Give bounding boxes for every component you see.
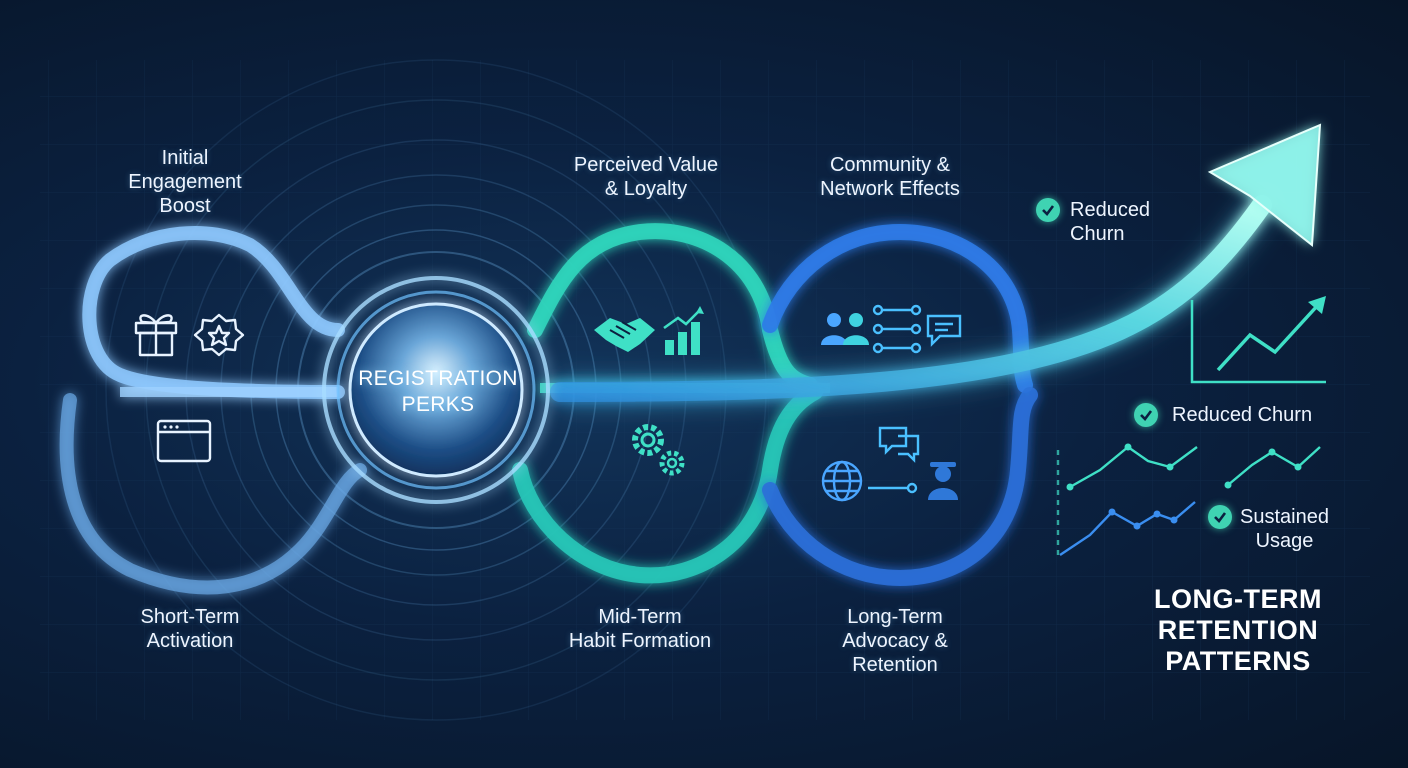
person-icon bbox=[928, 462, 958, 500]
gears-icon bbox=[632, 424, 685, 476]
reduced-churn-top-item: Reduced Churn bbox=[1036, 198, 1150, 246]
label-line: Boost bbox=[159, 195, 211, 217]
browser-window-icon bbox=[156, 419, 212, 463]
label-line: Engagement bbox=[128, 171, 242, 193]
label-line: Short-Term bbox=[140, 606, 240, 628]
label-line: Sustained bbox=[1240, 506, 1329, 528]
long-term-retention-title: LONG-TERM RETENTION PATTERNS bbox=[1128, 584, 1348, 677]
network-nodes-icon bbox=[872, 304, 922, 354]
badge-icon bbox=[193, 313, 245, 357]
community-network-label: Community & Network Effects bbox=[790, 153, 990, 201]
label-line: Long-Term bbox=[847, 606, 943, 628]
bar-growth-icon bbox=[663, 306, 704, 355]
sustained-usage-item: Sustained Usage bbox=[1208, 505, 1329, 553]
label-line: Churn bbox=[1070, 223, 1125, 245]
globe-icon bbox=[821, 460, 863, 502]
label-line: Activation bbox=[146, 630, 234, 652]
growth-chart-icon bbox=[1190, 296, 1326, 384]
label-line: Reduced Churn bbox=[1172, 404, 1313, 426]
label-line: Advocacy & bbox=[842, 630, 948, 652]
label-line: Retention bbox=[852, 654, 938, 676]
label-line: Perceived Value bbox=[573, 154, 719, 176]
label-line: Reduced bbox=[1070, 199, 1151, 221]
link-lines bbox=[868, 482, 918, 494]
check-icon bbox=[1134, 403, 1158, 427]
check-icon bbox=[1036, 198, 1060, 222]
handshake-icon bbox=[594, 318, 655, 352]
reduced-churn-mid-item: Reduced Churn bbox=[1134, 403, 1312, 427]
long-term-advocacy-label: Long-Term Advocacy & Retention bbox=[800, 605, 990, 677]
title-line: LONG-TERM bbox=[1154, 584, 1322, 614]
perceived-value-label: Perceived Value & Loyalty bbox=[546, 153, 746, 201]
label-line: & Loyalty bbox=[604, 178, 688, 200]
label-line: Habit Formation bbox=[568, 630, 712, 652]
mid-term-habit-label: Mid-Term Habit Formation bbox=[540, 605, 740, 653]
registration-perks-orb[interactable] bbox=[322, 276, 550, 504]
users-icon bbox=[821, 313, 869, 345]
label-line: Community & bbox=[829, 154, 951, 176]
label-line: Initial bbox=[161, 147, 209, 169]
initial-engagement-label: Initial Engagement Boost bbox=[100, 146, 270, 218]
check-icon bbox=[1208, 505, 1232, 529]
trend-lines bbox=[1056, 443, 1321, 556]
center-label-line1: REGISTRATION bbox=[358, 367, 518, 390]
title-line: RETENTION bbox=[1157, 615, 1319, 645]
center-label-line2: PERKS bbox=[401, 393, 475, 416]
registration-perks-label[interactable]: REGISTRATION PERKS bbox=[338, 366, 538, 418]
label-line: Usage bbox=[1255, 530, 1314, 552]
chat-icon bbox=[926, 314, 962, 347]
gift-icon bbox=[134, 314, 178, 357]
growth-arrow bbox=[550, 123, 1322, 407]
label-line: Mid-Term bbox=[598, 606, 682, 628]
short-term-loop bbox=[59, 226, 367, 595]
label-line: Network Effects bbox=[820, 178, 960, 200]
chat-bubbles-icon bbox=[878, 426, 920, 463]
short-term-activation-label: Short-Term Activation bbox=[100, 605, 280, 653]
title-line: PATTERNS bbox=[1165, 646, 1311, 676]
